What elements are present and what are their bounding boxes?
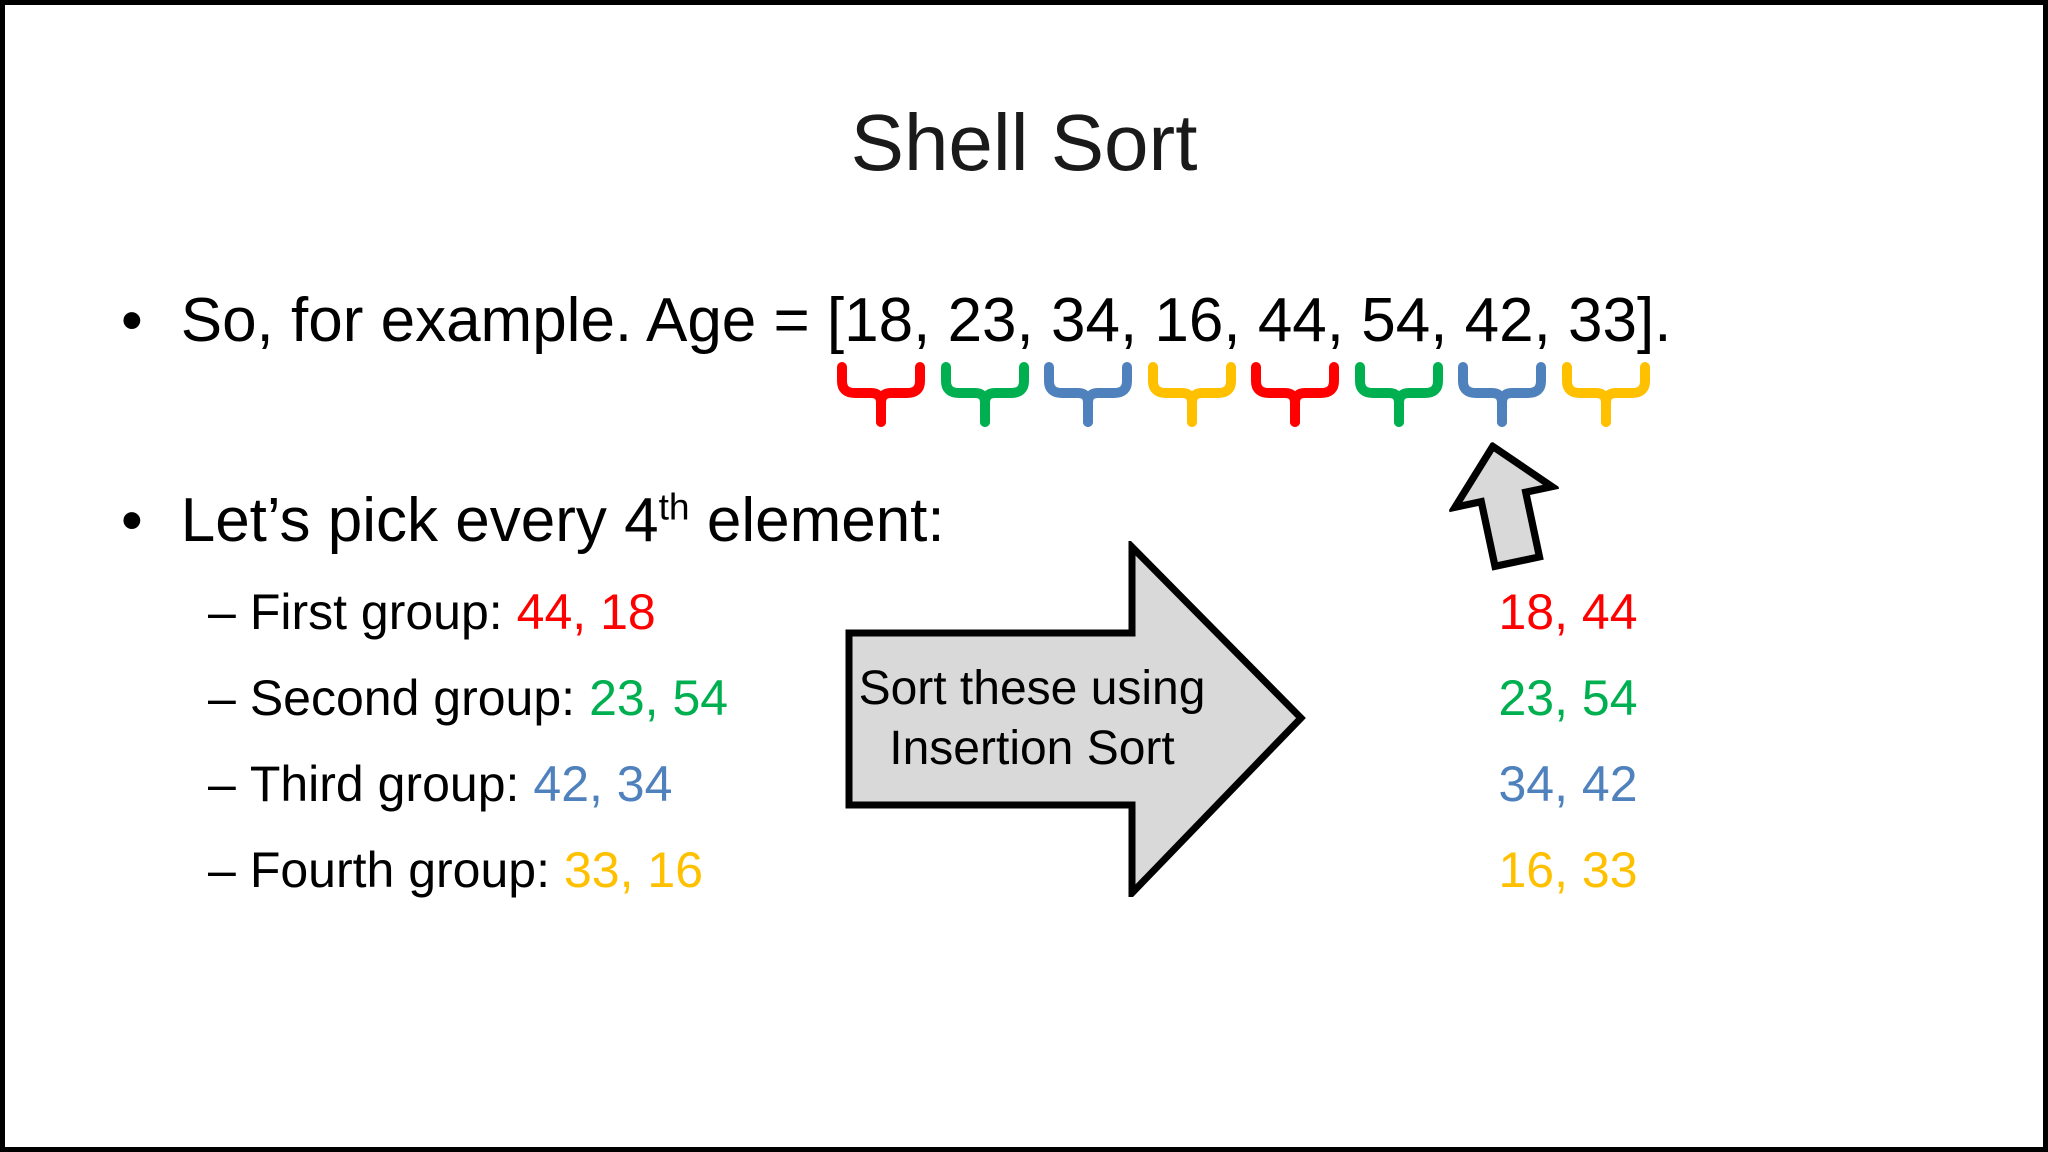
pick-text-after: element: xyxy=(689,486,945,555)
group-label: First group: xyxy=(249,584,503,640)
up-block-arrow-shape xyxy=(1447,441,1562,571)
sorted-values-fourth: 16, 33 xyxy=(1498,842,1638,898)
group-bracket-icon-1 xyxy=(837,362,925,427)
right-block-arrow-shape xyxy=(845,541,1306,897)
sorted-values-third: 34, 42 xyxy=(1498,756,1638,812)
arrow-label: Sort these using Insertion Sort xyxy=(849,633,1215,805)
bullet-pick-text: Let’s pick every 4th element: xyxy=(181,488,945,554)
sorted-values-first: 18, 44 xyxy=(1498,584,1638,640)
group-list: – First group: 44, 18 – Second group: 23… xyxy=(208,569,728,913)
group-label: Second group: xyxy=(249,670,576,726)
group-label: Fourth group: xyxy=(249,842,550,898)
sorted-results: 18, 44 23, 54 34, 42 16, 33 xyxy=(1425,569,1711,913)
group-values: 44, 18 xyxy=(516,584,656,640)
insertion-sort-arrow: Sort these using Insertion Sort xyxy=(845,541,1307,897)
sub-bullet-dash: – xyxy=(208,670,236,726)
up-arrow xyxy=(1437,431,1573,578)
group-item-first: – First group: 44, 18 xyxy=(208,569,728,655)
group-bracket-icon-7 xyxy=(1458,362,1546,427)
group-bracket-icon-6 xyxy=(1355,362,1443,427)
bullet-example: • So, for example. Age = [18, 23, 34, 16… xyxy=(121,288,1671,354)
bullet-dot: • xyxy=(121,486,143,555)
group-values: 33, 16 xyxy=(563,842,703,898)
bullet-example-text: So, for example. Age = [18, 23, 34, 16, … xyxy=(180,286,1672,355)
group-item-fourth: – Fourth group: 33, 16 xyxy=(208,827,728,913)
arrow-label-line1: Sort these using xyxy=(858,662,1206,715)
right-block-arrow-icon xyxy=(845,541,1306,897)
group-label: Third group: xyxy=(249,756,520,812)
sub-bullet-dash: – xyxy=(208,584,236,640)
group-values: 42, 34 xyxy=(533,756,673,812)
group-bracket-icon-3 xyxy=(1044,362,1132,427)
group-bracket-icon-5 xyxy=(1251,362,1339,427)
group-bracket-icon-4 xyxy=(1148,362,1236,427)
sorted-values-second: 23, 54 xyxy=(1498,670,1638,726)
group-bracket-icon-2 xyxy=(941,362,1029,427)
group-bracket-icon-8 xyxy=(1562,362,1650,427)
group-item-third: – Third group: 42, 34 xyxy=(208,741,728,827)
up-block-arrow-icon xyxy=(1447,441,1562,571)
bullet-dot: • xyxy=(121,286,143,355)
pick-text-superscript: th xyxy=(658,485,690,528)
group-item-second: – Second group: 23, 54 xyxy=(208,655,728,741)
arrow-label-line2: Insertion Sort xyxy=(889,722,1175,775)
sub-bullet-dash: – xyxy=(208,842,236,898)
bullet-pick-every-4th: • Let’s pick every 4th element: xyxy=(121,488,945,554)
pick-text-before: Let’s pick every 4 xyxy=(180,486,659,555)
sub-bullet-dash: – xyxy=(208,756,236,812)
group-values: 23, 54 xyxy=(589,670,729,726)
slide-title: Shell Sort xyxy=(850,98,1198,187)
